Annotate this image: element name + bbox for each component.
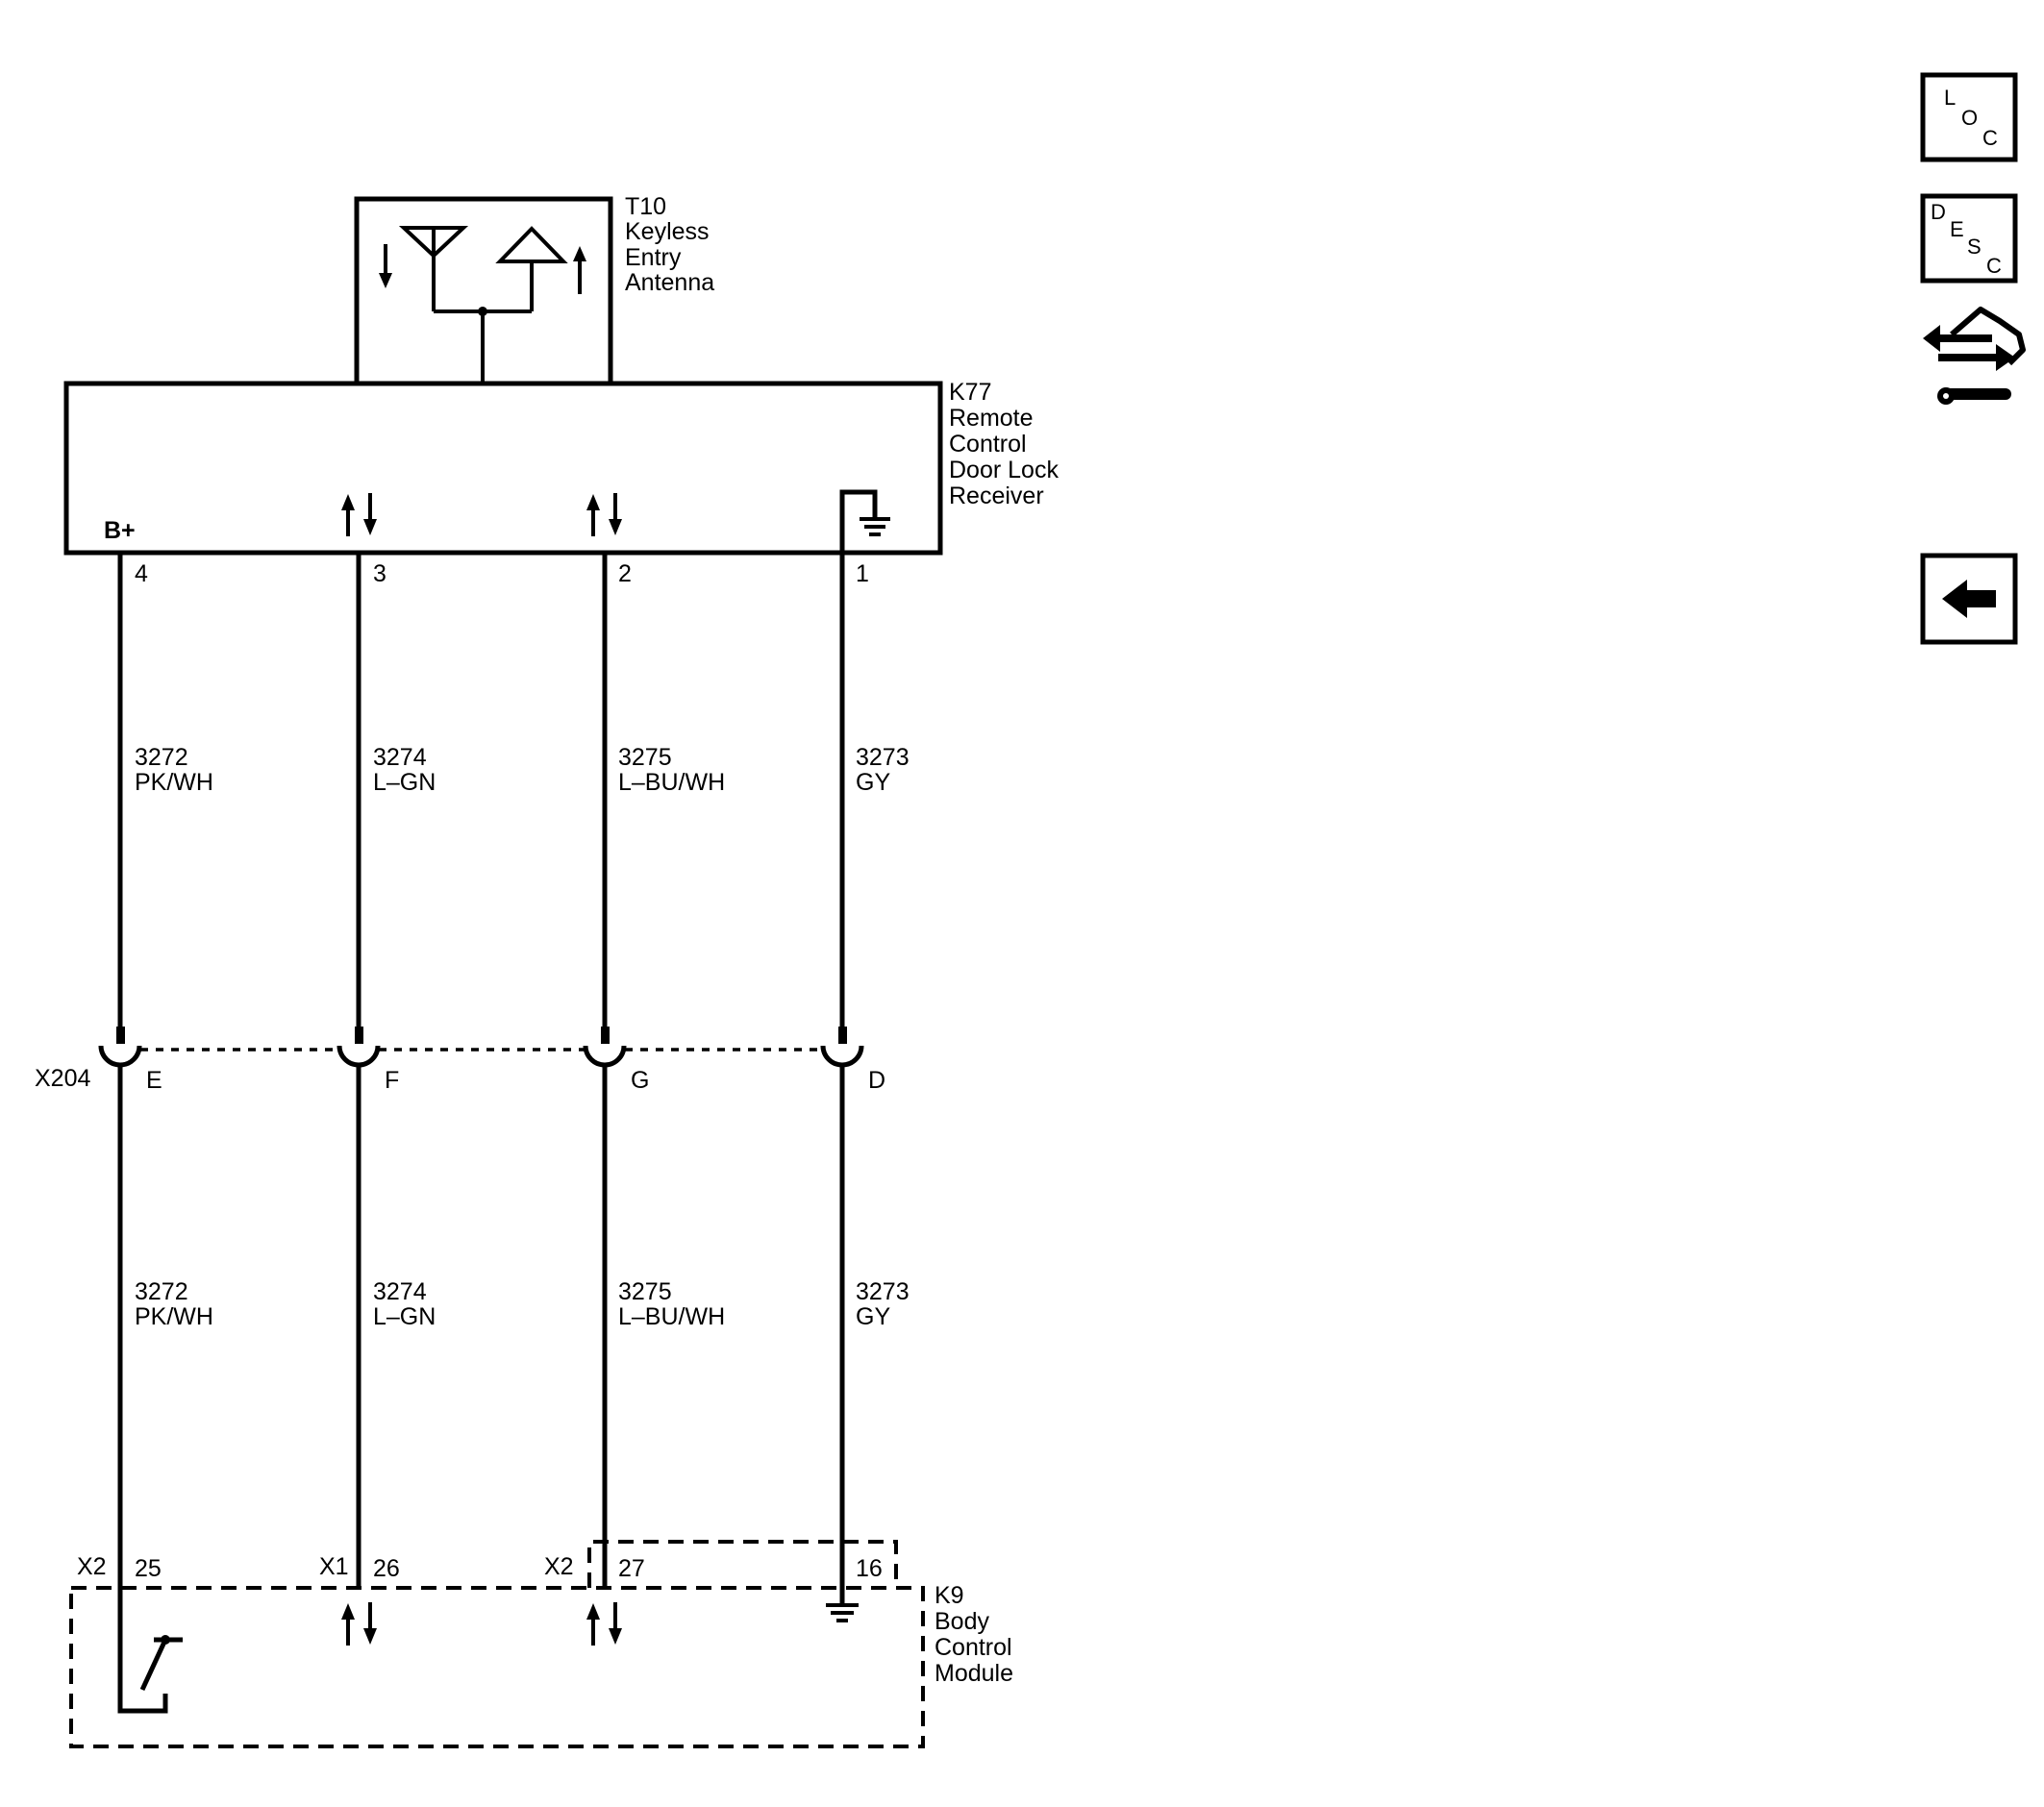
wire-circuit: 3272 <box>135 744 188 771</box>
body-control-module: X2 25 X1 26 X2 27 16 K9 Body Control Mod… <box>69 1540 1013 1748</box>
receiver-pin-1: 1 <box>856 560 869 587</box>
antenna-name-line-2: Entry <box>625 244 682 271</box>
wire-color: GY <box>856 1303 890 1330</box>
wire-circuit: 3274 <box>373 744 427 771</box>
wire-color: L–BU/WH <box>618 1303 725 1330</box>
wire-circuit: 3272 <box>135 1278 188 1305</box>
desc-letter-e: E <box>1950 217 1964 241</box>
wire-circuit: 3273 <box>856 744 910 771</box>
bcm-name-line-1: Body <box>935 1608 989 1635</box>
loc-letter-c: C <box>1982 126 1998 150</box>
bcm-pin-27: 27 <box>618 1555 645 1582</box>
back-arrow-icon[interactable] <box>1920 553 2018 645</box>
transmit-antenna-symbol <box>495 226 568 263</box>
receiver-pin-3: 3 <box>373 560 386 587</box>
wire-color: L–GN <box>373 1303 436 1330</box>
receiver-name-line-4: Receiver <box>949 483 1044 509</box>
bcm-connector-ref: X2 <box>77 1553 107 1580</box>
connector-pin-label: G <box>631 1067 649 1094</box>
ground-icon <box>826 1603 859 1622</box>
wire-circuit: 3275 <box>618 1278 672 1305</box>
transmit-arrow-icon <box>573 246 586 294</box>
connector-end-view-icon[interactable] <box>1923 307 2026 405</box>
connector-pin-label: E <box>146 1067 162 1094</box>
inline-connector-x204: X204 E F G D <box>35 1027 885 1094</box>
bidirectional-arrow-icon <box>586 1602 622 1646</box>
keyless-entry-antenna: T10 Keyless Entry Antenna <box>354 193 714 386</box>
connector-pin <box>820 1045 864 1068</box>
receiver-ref: K77 <box>949 379 991 406</box>
connector-pin-label: F <box>385 1067 399 1094</box>
antenna-name-line-1: Keyless <box>625 218 710 245</box>
desc-letter-c: C <box>1986 254 2002 278</box>
bcm-pin-16: 16 <box>856 1555 883 1582</box>
bcm-pin-25: 25 <box>135 1555 162 1582</box>
receiver-name-line-1: Remote <box>949 405 1034 432</box>
bcm-subconnector-box <box>587 1540 898 1588</box>
bcm-pin-26: 26 <box>373 1555 400 1582</box>
loc-letter-l: L <box>1944 86 1956 110</box>
bidirectional-arrow-icon <box>341 493 377 536</box>
wire-color: L–GN <box>373 769 436 796</box>
bcm-name-line-3: Module <box>935 1660 1013 1687</box>
connector-pin <box>98 1045 142 1068</box>
bcm-name-line-2: Control <box>935 1634 1012 1661</box>
location-icon[interactable]: L O C <box>1920 72 2018 162</box>
bidirectional-arrow-icon <box>341 1602 377 1646</box>
bidirectional-arrow-icon <box>586 493 622 536</box>
wire-color: L–BU/WH <box>618 769 725 796</box>
bcm-connector-ref: X2 <box>544 1553 574 1580</box>
antenna-ref: T10 <box>625 193 666 220</box>
lower-wires: 3272 PK/WH 3274 L–GN 3275 L–BU/WH 3273 G… <box>117 1065 910 1603</box>
bcm-box <box>69 1586 925 1748</box>
wire-circuit: 3274 <box>373 1278 427 1305</box>
receiver-name-line-3: Door Lock <box>949 457 1059 483</box>
wire-color: PK/WH <box>135 1303 213 1330</box>
wire-color: PK/WH <box>135 769 213 796</box>
description-icon[interactable]: D E S C <box>1920 193 2018 284</box>
power-label: B+ <box>104 517 136 544</box>
loc-letter-o: O <box>1961 106 1978 130</box>
remote-control-door-lock-receiver: K77 Remote Control Door Lock Receiver B+… <box>63 379 1059 587</box>
receiver-pin-2: 2 <box>618 560 632 587</box>
switch-icon <box>117 1588 183 1714</box>
antenna-name-line-3: Antenna <box>625 269 714 296</box>
ground-icon <box>839 489 890 553</box>
receive-arrow-icon <box>379 244 392 288</box>
upper-wires: 3272 PK/WH 3274 L–GN 3275 L–BU/WH 3273 G… <box>117 553 910 1030</box>
connector-pin <box>583 1045 627 1068</box>
bcm-connector-ref: X1 <box>319 1553 349 1580</box>
wire-circuit: 3275 <box>618 744 672 771</box>
receiver-name-line-2: Control <box>949 431 1027 458</box>
desc-letter-s: S <box>1967 235 1982 259</box>
bcm-ref: K9 <box>935 1582 964 1609</box>
connector-pin-label: D <box>868 1067 885 1094</box>
receiver-pin-4: 4 <box>135 560 148 587</box>
receiver-box <box>63 381 943 556</box>
wire-circuit: 3273 <box>856 1278 910 1305</box>
desc-letter-d: D <box>1931 200 1946 224</box>
connector-pin <box>337 1045 381 1068</box>
connector-ref: X204 <box>35 1065 90 1092</box>
wire-color: GY <box>856 769 890 796</box>
